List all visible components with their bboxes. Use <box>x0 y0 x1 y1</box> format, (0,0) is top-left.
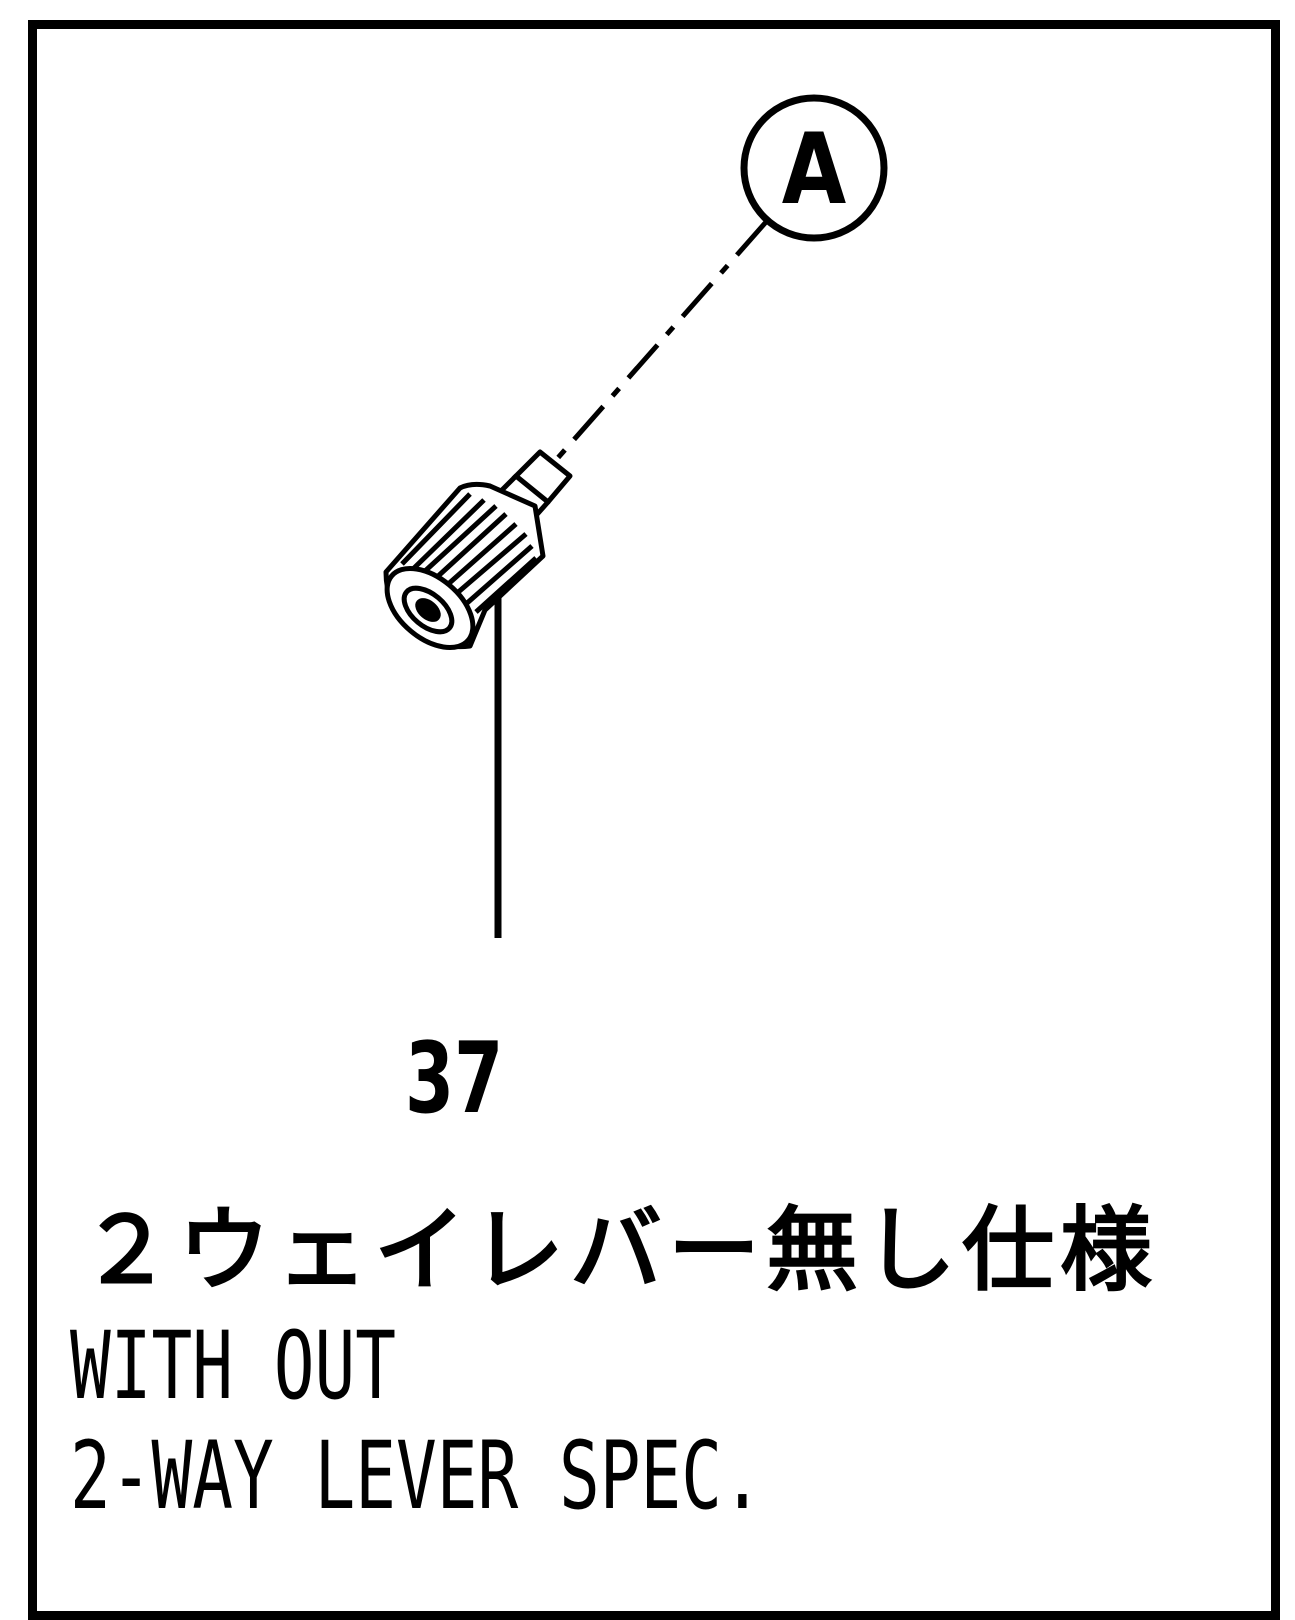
spec-note-japanese: ２ウェイレバー無し仕様 <box>80 1197 1159 1304</box>
parts-diagram: A <box>383 94 888 938</box>
socket-center <box>415 598 441 622</box>
dashed-leader-line <box>554 220 768 462</box>
threaded-screw-part <box>383 449 573 651</box>
screw-threads <box>400 492 538 614</box>
part-number-label: 37 <box>405 1022 504 1136</box>
reference-callout-a: A <box>740 94 888 242</box>
callout-circle <box>740 94 888 242</box>
spec-note-english-line1: WITH OUT <box>70 1312 396 1421</box>
spec-note-english-line2: 2-WAY LEVER SPEC. <box>70 1422 763 1531</box>
callout-letter: A <box>782 114 846 227</box>
